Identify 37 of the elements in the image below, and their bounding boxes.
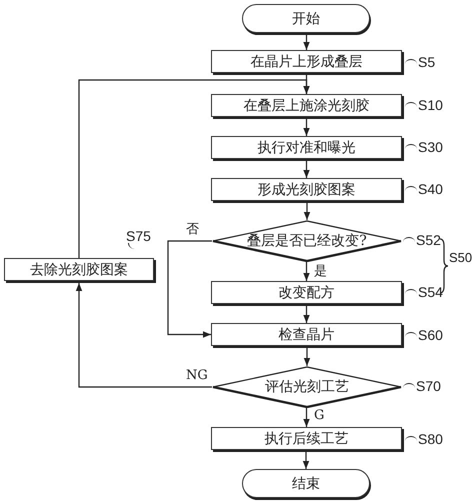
step-label: S60 [404, 327, 443, 343]
decision-diamond: 叠层是否已经改变? [212, 220, 402, 262]
arrow [76, 283, 212, 388]
process-box: 在晶片上形成叠层 [211, 50, 402, 73]
process-box: 形成光刻胶图案 [211, 178, 402, 201]
terminal-box: 结束 [242, 469, 370, 498]
terminal-box: 开始 [242, 4, 370, 33]
step-label: S40 [404, 181, 443, 197]
arrow [303, 408, 310, 427]
arrow [303, 262, 310, 281]
edge-label: 是 [314, 264, 327, 279]
process-box: 去除光刻胶图案 [4, 258, 154, 281]
process-box: 改变配方 [211, 281, 402, 304]
process-box: 在叠层上施涂光刻胶 [211, 94, 402, 117]
step-label: S52 [402, 232, 441, 248]
arrow [304, 202, 310, 220]
arrow [167, 240, 212, 338]
arrow [303, 305, 310, 323]
step-label: S80 [404, 431, 443, 447]
process-box: 执行后续工艺 [211, 427, 402, 450]
arrow [78, 79, 310, 258]
step-label: S75 [126, 228, 151, 250]
step-label: S5 [404, 54, 436, 70]
step-label: S10 [404, 97, 443, 113]
step-label: S70 [402, 378, 441, 394]
arrow [303, 118, 310, 136]
arrow [304, 347, 310, 366]
process-box: 检查晶片 [211, 323, 402, 346]
step-label: S30 [404, 139, 443, 155]
edge-label: 否 [186, 222, 199, 237]
arrow [302, 451, 310, 469]
arrow [303, 34, 310, 50]
decision-diamond: 评估光刻工艺 [212, 366, 402, 408]
arrow [303, 160, 310, 178]
step-label: S50 [449, 250, 472, 266]
process-box: 执行对准和曝光 [211, 136, 402, 159]
step-label: S54 [404, 284, 443, 300]
